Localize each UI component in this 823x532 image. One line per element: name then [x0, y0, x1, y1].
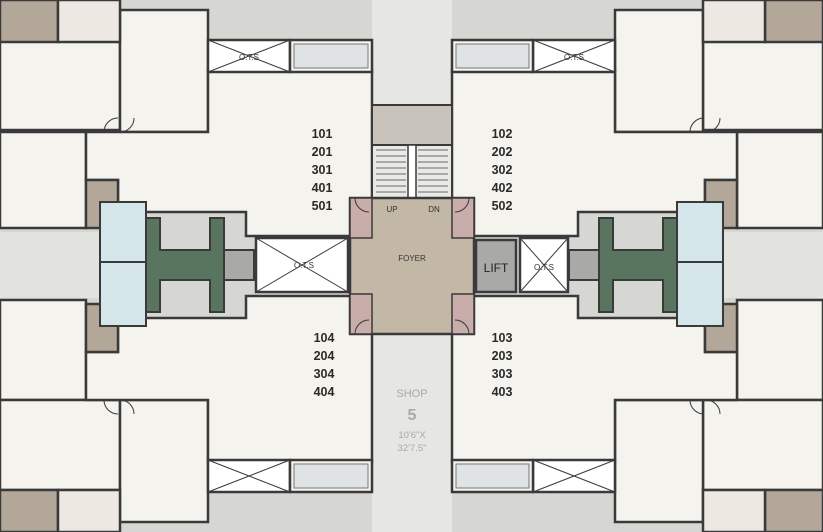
ots-bottom-right — [450, 458, 617, 494]
unit-number: 402 — [492, 181, 513, 195]
shop-dim-width: 10'6"X — [398, 430, 426, 441]
ots-top-right — [450, 38, 617, 74]
unit-number: 404 — [314, 385, 335, 399]
unit-numbers-bottom-left: 104 204 304 404 — [314, 331, 335, 399]
unit-number: 204 — [314, 349, 335, 363]
unit-101-block — [0, 0, 374, 238]
ots-top-right-label: O.T.S — [564, 53, 584, 62]
unit-number: 303 — [492, 367, 513, 381]
lift-label: LIFT — [484, 261, 509, 275]
stair-up-label: UP — [386, 205, 397, 214]
ots-center-left-label: O.T.S — [294, 261, 314, 270]
unit-103-block — [450, 294, 823, 532]
unit-number: 103 — [492, 331, 513, 345]
unit-number: 102 — [492, 127, 513, 141]
unit-102-block — [450, 0, 823, 238]
unit-number: 401 — [312, 181, 333, 195]
shop-dim-depth: 32'7.5" — [398, 443, 427, 454]
door-swings — [103, 117, 721, 415]
unit-numbers-bottom-right: 103 203 303 403 — [492, 331, 513, 399]
unit-number: 101 — [312, 127, 333, 141]
unit-number: 202 — [492, 145, 513, 159]
ots-center-left — [254, 236, 350, 294]
ots-bottom-left — [206, 458, 374, 494]
unit-number: 302 — [492, 163, 513, 177]
right-gap — [723, 232, 823, 298]
shop-number: 5 — [408, 407, 417, 424]
unit-number: 301 — [312, 163, 333, 177]
ots-top-left — [206, 38, 374, 74]
unit-number: 203 — [492, 349, 513, 363]
unit-numbers-top-left: 101 201 301 401 501 — [312, 127, 333, 213]
unit-number: 403 — [492, 385, 513, 399]
stair-dn-label: DN — [428, 205, 440, 214]
shop-title: SHOP — [396, 388, 427, 400]
unit-numbers-top-right: 102 202 302 402 502 — [492, 127, 513, 213]
unit-number: 304 — [314, 367, 335, 381]
right-bath-area — [568, 201, 724, 327]
lift-box — [474, 238, 518, 294]
staircase — [371, 104, 453, 201]
unit-number: 501 — [312, 199, 333, 213]
left-bath-area — [99, 201, 255, 327]
ots-top-left-label: O.T.S — [239, 53, 259, 62]
left-gap — [0, 232, 100, 298]
unit-number: 201 — [312, 145, 333, 159]
foyer-label: FOYER — [398, 254, 426, 263]
foyer-area — [348, 196, 476, 336]
ots-center-right-label: O.T.S — [534, 263, 554, 272]
ots-center-right — [518, 236, 570, 294]
unit-number: 104 — [314, 331, 335, 345]
unit-number: 502 — [492, 199, 513, 213]
shop-5: SHOP 5 10'6"X 32'7.5" — [396, 388, 427, 454]
